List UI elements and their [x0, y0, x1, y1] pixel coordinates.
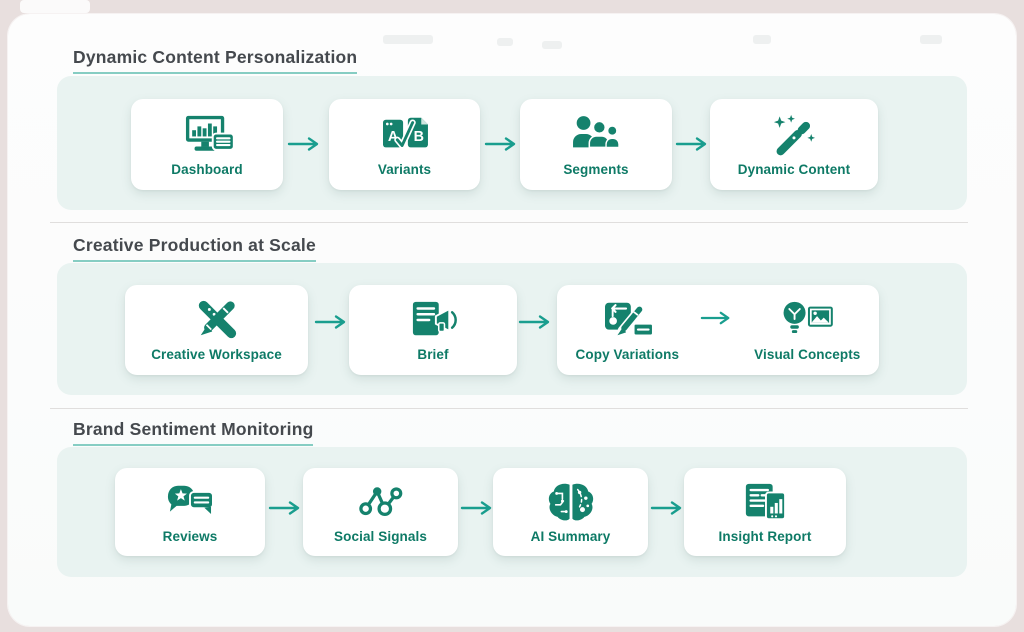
document-megaphone-icon [412, 301, 457, 336]
section-divider [50, 408, 968, 409]
flow-arrow-icon [518, 315, 550, 329]
dashboard-icon [185, 115, 235, 151]
star-chat-bubbles-icon [167, 485, 214, 514]
faint-artifact [920, 35, 942, 44]
faint-artifact [753, 35, 771, 44]
card-dynamic-content: Dynamic Content [710, 99, 878, 190]
card-reviews: Reviews [115, 468, 265, 556]
step-label: Dynamic Content [737, 161, 851, 177]
step-label: Social Signals [334, 529, 427, 544]
network-graph-icon [358, 487, 402, 517]
card-creative-workspace: Creative Workspace [125, 285, 308, 375]
card-pencil-icon [605, 302, 654, 337]
card-copy-variations-visual-concepts: Copy Variations Visual Concepts [557, 285, 879, 375]
flow-arrow-icon [700, 311, 730, 325]
svg-text:B: B [413, 129, 423, 145]
card-social-signals: Social Signals [303, 468, 458, 556]
step-label: Variants [377, 161, 432, 177]
flow-arrow-icon [675, 137, 707, 151]
faint-artifact [542, 41, 562, 49]
faint-artifact [383, 35, 433, 44]
svg-text:A: A [387, 129, 397, 145]
step-copy-variations: Copy Variations [576, 298, 680, 362]
ab-test-documents-icon: A B [382, 117, 428, 149]
flow-arrow-icon [460, 501, 492, 515]
card-dashboard: Dashboard [131, 99, 283, 190]
step-label: Brief [417, 347, 449, 362]
lightbulb-image-icon [783, 301, 834, 334]
card-segments: Segments [520, 99, 672, 190]
flow-arrow-icon [268, 501, 300, 515]
card-insight-report: Insight Report [684, 468, 846, 556]
step-label: Dashboard [171, 161, 243, 177]
flow-arrow-icon [650, 501, 682, 515]
flow-arrow-icon [287, 137, 319, 151]
step-label: Copy Variations [575, 347, 680, 362]
section-divider [50, 222, 968, 223]
card-brief: Brief [349, 285, 517, 375]
flow-arrow-icon [484, 137, 516, 151]
section-title-creative-production: Creative Production at Scale [73, 235, 316, 262]
magic-wand-icon [773, 114, 816, 155]
flow-arrow-icon [314, 315, 346, 329]
card-ai-summary: AI Summary [493, 468, 648, 556]
audience-people-icon [573, 115, 620, 148]
section-title-brand-sentiment-monitoring: Brand Sentiment Monitoring [73, 419, 314, 446]
step-label: Reviews [162, 529, 218, 544]
brain-icon [548, 483, 593, 521]
step-label: Visual Concepts [754, 347, 861, 362]
faint-artifact [497, 38, 513, 46]
step-label: Segments [563, 161, 629, 177]
report-chart-icon [745, 483, 787, 521]
section-title-dynamic-content-personalization: Dynamic Content Personalization [73, 47, 358, 74]
top-edge-artifact [20, 0, 90, 13]
crossed-ruler-pencil-icon [198, 300, 236, 339]
step-label: Creative Workspace [151, 347, 282, 362]
card-variants: A B Variants [329, 99, 480, 190]
step-visual-concepts: Visual Concepts [754, 298, 860, 362]
step-label: Insight Report [718, 529, 812, 544]
step-label: AI Summary [530, 529, 611, 544]
